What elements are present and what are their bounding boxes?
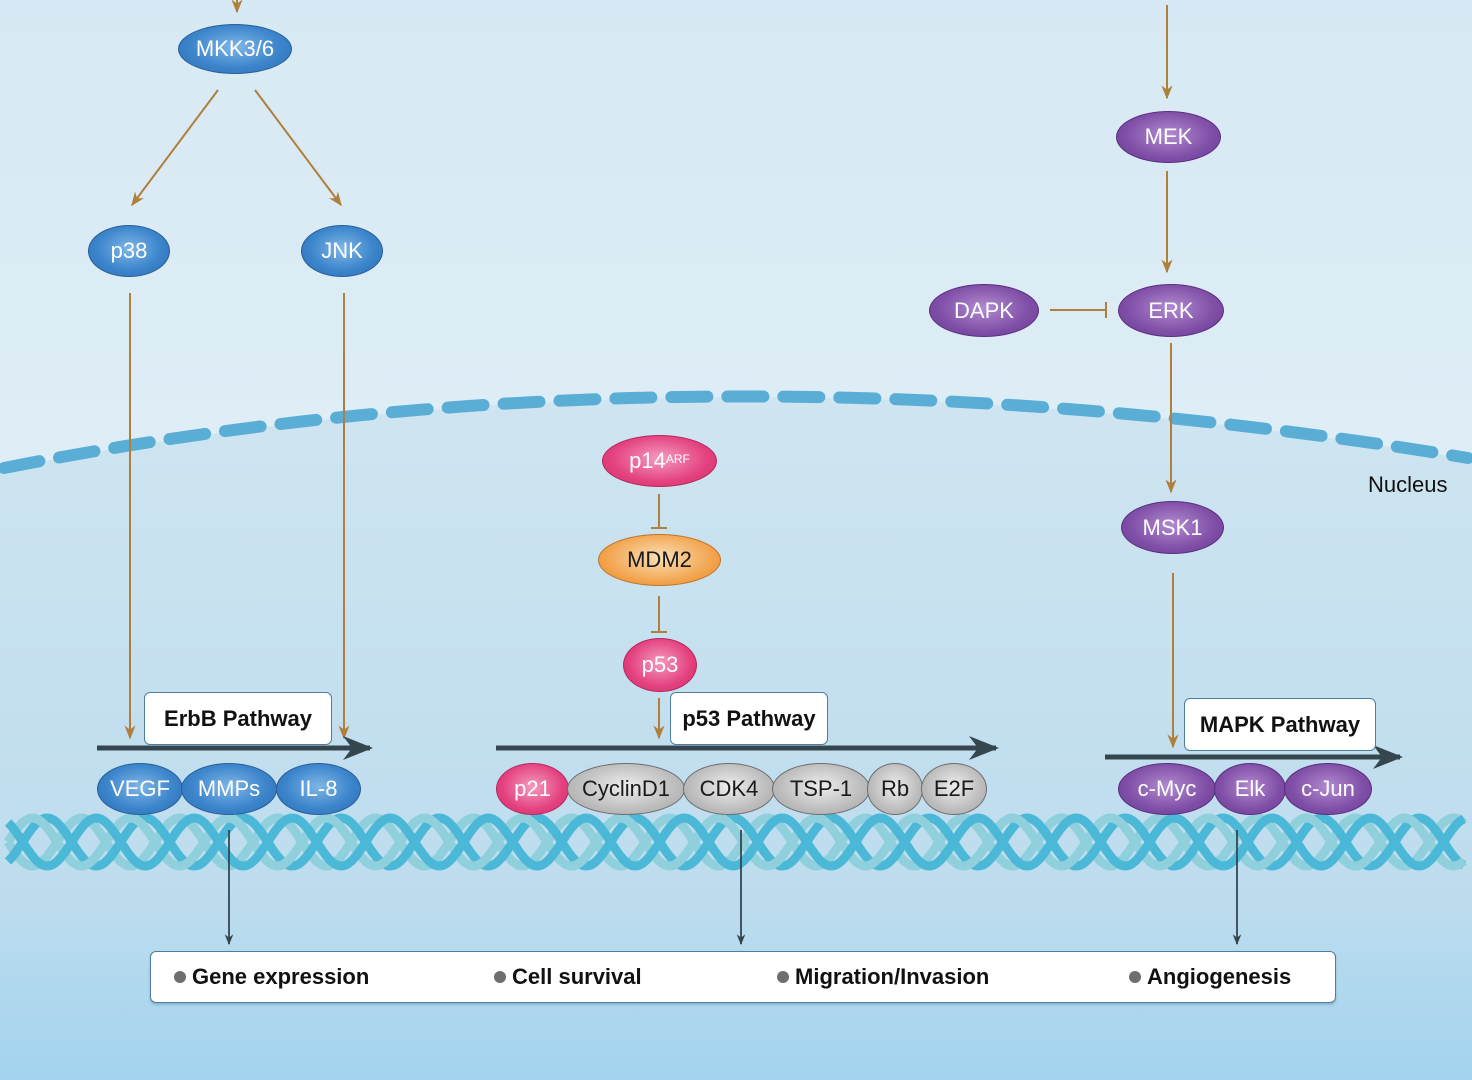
bullet-icon (1129, 971, 1141, 983)
gene-p21: p21 (496, 763, 569, 815)
outcome-angiogenesis: Angiogenesis (1129, 952, 1291, 1002)
outcome-label: Angiogenesis (1147, 964, 1292, 989)
node-msk1: MSK1 (1121, 501, 1224, 554)
gene-elk: Elk (1214, 763, 1286, 815)
inhibit-dapk-erk (1050, 302, 1107, 318)
outcomes-panel: Gene expression Cell survival Migration/… (150, 951, 1336, 1003)
node-mek: MEK (1116, 111, 1221, 163)
bullet-icon (777, 971, 789, 983)
gene-cmyc: c-Myc (1118, 763, 1216, 815)
outcome-cell-survival: Cell survival (494, 952, 642, 1002)
node-erk: ERK (1118, 284, 1224, 337)
node-dapk: DAPK (929, 284, 1039, 337)
arrow-mkk36-jnk (254, 89, 342, 207)
gene-il8: IL-8 (276, 763, 361, 815)
gene-e2f: E2F (921, 763, 987, 815)
pathway-box-p53: p53 Pathway (670, 692, 828, 745)
nucleus-label: Nucleus (1368, 472, 1448, 497)
node-mkk36: MKK3/6 (178, 24, 292, 74)
pathway-box-erbb: ErbB Pathway (144, 692, 332, 745)
node-p53: p53 (623, 638, 697, 692)
node-p14arf-superscript: ARF (665, 452, 690, 466)
outcome-migration-invasion: Migration/Invasion (777, 952, 989, 1002)
node-p38: p38 (88, 225, 170, 277)
bullet-icon (494, 971, 506, 983)
nuclear-membrane (0, 390, 1472, 474)
node-mdm2: MDM2 (598, 534, 721, 586)
bullet-icon (174, 971, 186, 983)
gene-tsp1: TSP-1 (772, 763, 870, 815)
inhibit-p14arf-mdm2 (651, 494, 667, 529)
dna-strand-c (4, 813, 1467, 871)
outcome-label: Migration/Invasion (795, 964, 990, 989)
outcome-label: Gene expression (192, 964, 370, 989)
arrow-mkk36-p38 (131, 89, 219, 207)
node-p14arf-label: p14 (629, 448, 666, 473)
pathway-box-mapk: MAPK Pathway (1184, 698, 1376, 751)
inhibit-mdm2-p53 (651, 596, 667, 633)
gene-rb: Rb (867, 763, 923, 815)
gene-mmps: MMPs (181, 763, 277, 815)
node-jnk: JNK (301, 225, 383, 277)
dna-strand-d (4, 813, 1467, 871)
dna-strand-b (4, 813, 1467, 871)
node-msk1-label: MSK1 (1142, 514, 1203, 540)
gene-vegf: VEGF (97, 763, 183, 815)
gene-cdk4: CDK4 (683, 763, 775, 815)
outcome-gene-expression: Gene expression (174, 952, 369, 1002)
gene-cjun: c-Jun (1284, 763, 1372, 815)
dna-helix (4, 813, 1467, 871)
gene-cyclind1: CyclinD1 (567, 763, 685, 815)
outcome-label: Cell survival (512, 964, 642, 989)
